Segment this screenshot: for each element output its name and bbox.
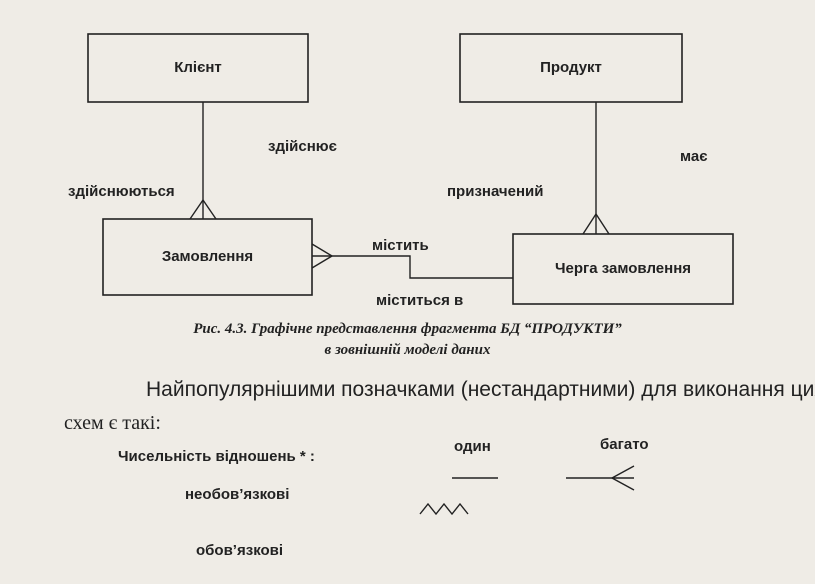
entity-box-order bbox=[102, 218, 313, 296]
entity-client: Клієнт bbox=[174, 59, 222, 76]
connector-client-order bbox=[189, 102, 217, 220]
connector-order-queue bbox=[311, 243, 513, 279]
notation-one-label: один bbox=[454, 438, 491, 455]
entity-product: Продукт bbox=[540, 59, 602, 76]
connector-product-queue bbox=[582, 102, 610, 235]
entity-order-queue: Черга замовлення bbox=[554, 260, 692, 277]
entity-box-queue bbox=[512, 233, 734, 305]
notation-optional-zigzag bbox=[419, 502, 469, 516]
notation-many-label: багато bbox=[600, 436, 649, 453]
relation-performed-by: здійснюються bbox=[68, 183, 175, 200]
notation-mandatory-label: обов’язкові bbox=[196, 542, 284, 559]
notation-many-symbol bbox=[566, 465, 635, 491]
entity-order: Замовлення bbox=[161, 248, 254, 265]
figure-caption-line1: Рис. 4.3. Графічне представлення фрагмен… bbox=[193, 321, 622, 337]
cardinality-label: Чисельність відношень * : bbox=[118, 448, 315, 465]
notation-optional-label: необов’язкові bbox=[185, 486, 290, 503]
relation-contained-in: міститься в bbox=[376, 292, 464, 309]
relation-contains: містить bbox=[372, 237, 429, 254]
relation-assigned: призначений bbox=[447, 183, 544, 200]
relation-performs: здійснює bbox=[268, 138, 337, 155]
intro-text-line1: Найпопулярнішими позначками (нестандартн… bbox=[146, 378, 815, 401]
entity-box-client bbox=[87, 33, 309, 103]
entity-box-product bbox=[459, 33, 683, 103]
intro-text-line2: схем є такі: bbox=[64, 412, 161, 434]
figure-caption-line2: в зовнішній моделі даних bbox=[324, 342, 491, 358]
relation-has: має bbox=[680, 148, 708, 165]
